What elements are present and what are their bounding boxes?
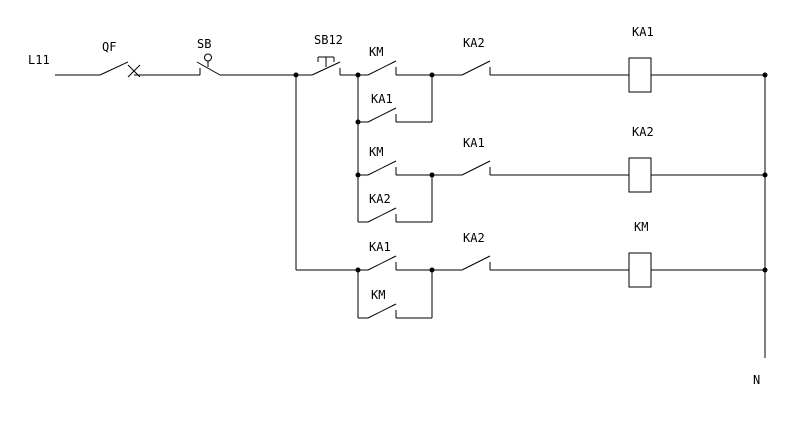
label-ka2-series-rung3: KA2 [463, 231, 485, 245]
ka1-coil [628, 57, 652, 93]
ka2-coil [628, 157, 652, 193]
label-neutral: N [753, 373, 760, 387]
km-coil [628, 252, 652, 288]
label-km-parallel-rung3: KM [371, 288, 385, 302]
ka2-series-contact-rung3 [461, 255, 491, 271]
label-ka1-parallel-rung1: KA1 [371, 92, 393, 106]
ka1-series-contact-rung2 [461, 160, 491, 176]
sb12-start-button-symbol [311, 56, 341, 76]
km-contact-rung2 [367, 160, 397, 176]
label-ka2-parallel-rung2: KA2 [369, 192, 391, 206]
junction-dots [293, 72, 768, 273]
label-sb12: SB12 [314, 33, 343, 47]
label-ka2-coil: KA2 [632, 125, 654, 139]
sb-stop-button-symbol [196, 53, 221, 76]
ka1-parallel-contact-rung1 [367, 107, 397, 123]
ka2-series-contact-rung1 [461, 60, 491, 76]
label-ka1-rung3: KA1 [369, 240, 391, 254]
label-ka2-series-rung1: KA2 [463, 36, 485, 50]
label-ka1-series-rung2: KA1 [463, 136, 485, 150]
ka1-contact-rung3 [367, 255, 397, 271]
km-parallel-contact-rung3 [367, 303, 397, 319]
ka2-parallel-contact-rung2 [367, 207, 397, 223]
wiring [55, 74, 765, 319]
label-qf: QF [102, 40, 116, 54]
label-sb: SB [197, 37, 211, 51]
km-contact-rung1 [367, 60, 397, 76]
label-ka1-coil: KA1 [632, 25, 654, 39]
label-supply-line: L11 [28, 53, 50, 67]
qf-breaker-symbol [99, 61, 141, 78]
label-km-rung1: KM [369, 45, 383, 59]
label-km-rung2: KM [369, 145, 383, 159]
label-km-coil: KM [634, 220, 648, 234]
